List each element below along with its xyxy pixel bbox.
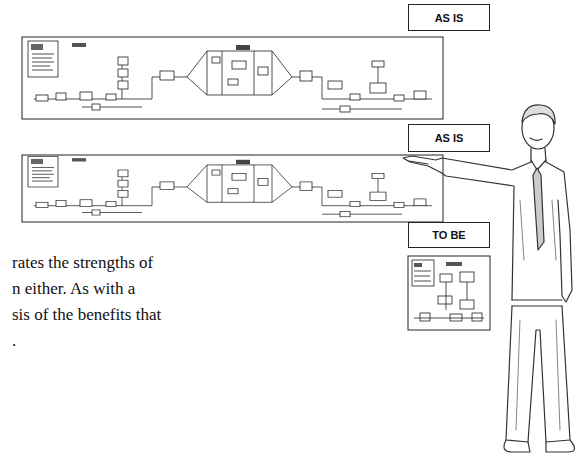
body-text: . (12, 331, 16, 351)
body-text: rates the strengths of (12, 253, 153, 273)
box-label: AS IS (435, 12, 464, 24)
label-box: AS IS (408, 124, 490, 152)
box-label: AS IS (435, 132, 464, 144)
body-text: n either. As with a (12, 279, 135, 299)
label-box: AS IS (408, 4, 490, 31)
body-text: sis of the benefits that (12, 305, 161, 325)
box-label: TO BE (432, 229, 465, 241)
label-box: TO BE (408, 222, 490, 248)
